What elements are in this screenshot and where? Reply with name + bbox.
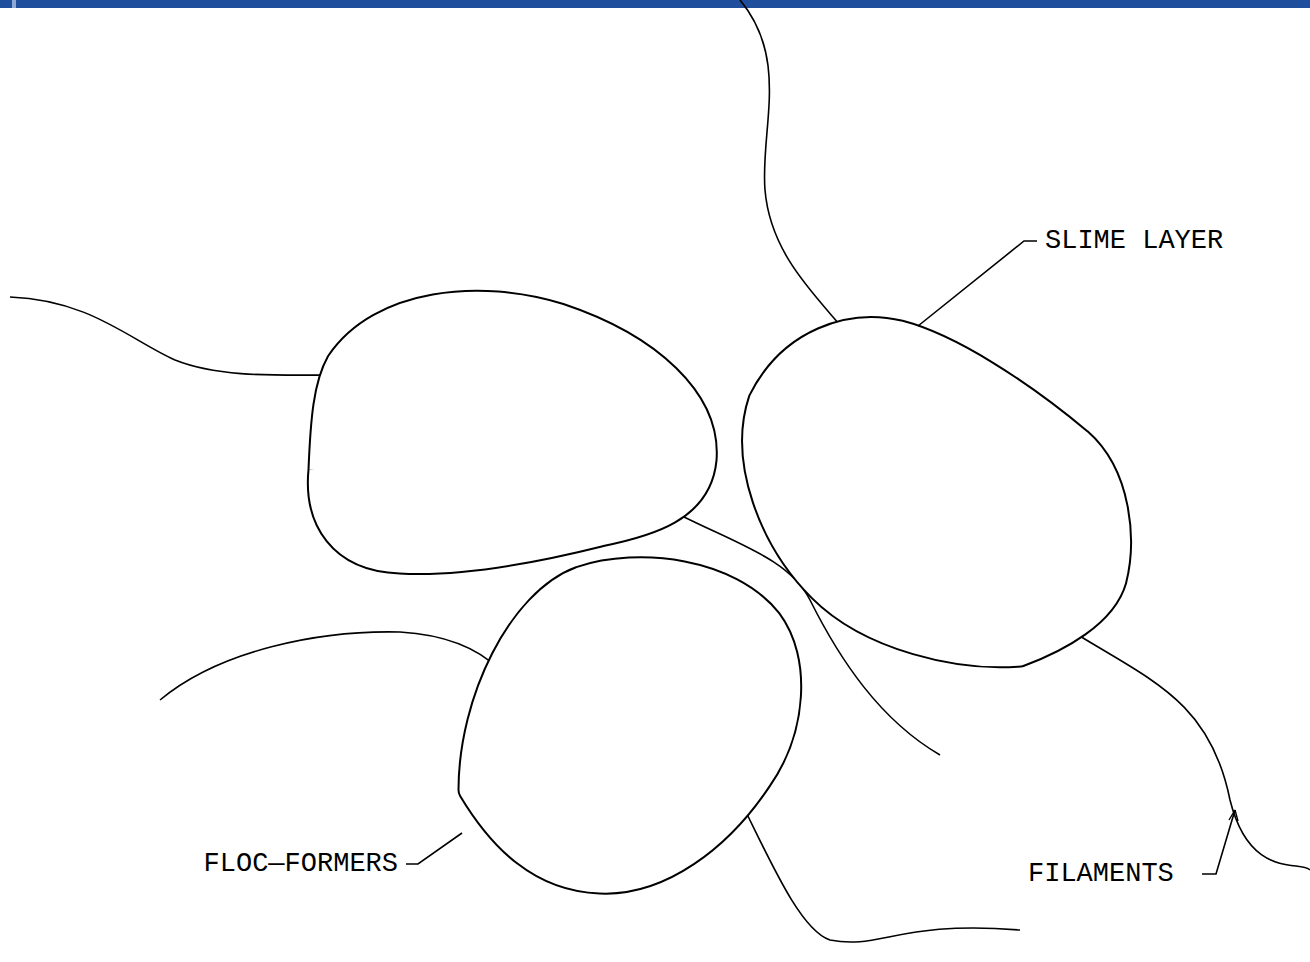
filaments <box>10 0 1310 942</box>
floc-former-cells <box>319 302 1119 882</box>
filament <box>10 297 335 375</box>
floc-former-cell <box>754 329 1120 656</box>
header-bar-accent <box>12 0 16 8</box>
callout-label: FLOC—FORMERS <box>204 849 398 879</box>
leader-line <box>918 241 1037 326</box>
callout-label: SLIME LAYER <box>1045 226 1223 256</box>
floc-former-cell <box>470 569 790 882</box>
filament <box>740 0 840 325</box>
leader-arrowhead <box>1229 810 1238 821</box>
callout-label: FILAMENTS <box>1028 859 1174 889</box>
filament <box>1070 630 1310 870</box>
floc-former-cell <box>319 302 705 562</box>
leader-line <box>406 833 462 864</box>
leader-lines <box>406 241 1238 874</box>
filament <box>740 800 1020 942</box>
header-bar <box>0 0 1310 8</box>
filament <box>160 632 500 700</box>
